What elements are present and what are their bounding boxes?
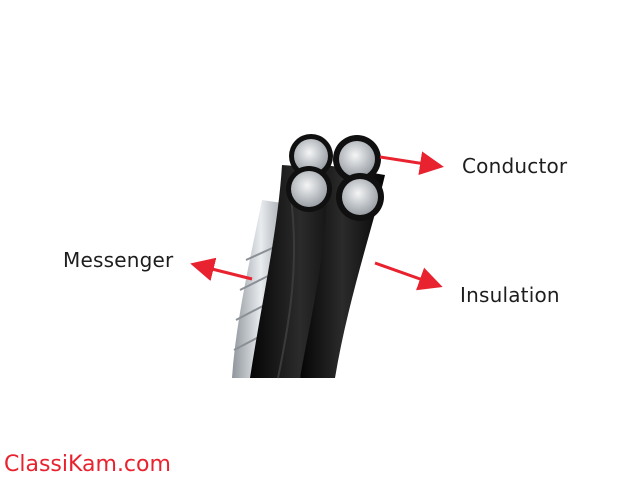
insulation-label: Insulation (460, 283, 560, 307)
pointer-arrows (190, 151, 444, 291)
conductor-arrow (379, 151, 444, 176)
insulation-arrow (374, 261, 443, 291)
messenger-label: Messenger (63, 248, 174, 272)
conductor-label: Conductor (462, 154, 568, 178)
messenger-arrow (190, 257, 253, 282)
conductor-cores (286, 134, 384, 221)
watermark-text: ClassiKam.com (4, 452, 171, 477)
